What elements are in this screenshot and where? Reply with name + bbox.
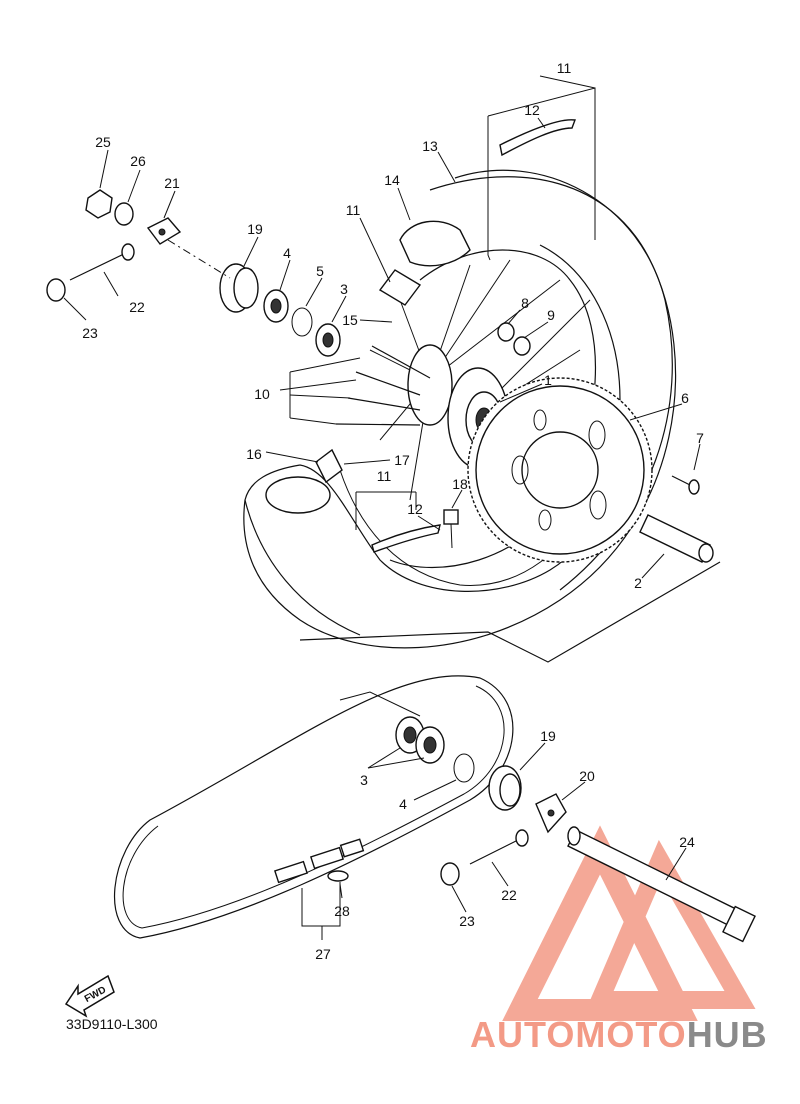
drawing-code: 33D9110-L300 — [66, 1016, 158, 1032]
callout-c4b: 4 — [399, 796, 407, 812]
drive-chain — [113, 675, 514, 940]
callout-c11c: 11 — [377, 468, 392, 484]
callout-c27: 27 — [315, 946, 331, 962]
spoke-nipples — [335, 345, 431, 426]
callout-c18: 18 — [452, 476, 468, 492]
tire-cut-section — [265, 476, 331, 514]
callout-c25: 25 — [95, 134, 111, 150]
left-adjuster-hardware — [46, 189, 231, 302]
callout-c22b: 22 — [501, 887, 517, 903]
callout-c1: 1 — [544, 372, 552, 388]
callout-c8: 8 — [521, 295, 529, 311]
callout-c2: 2 — [634, 575, 642, 591]
callout-c22a: 22 — [129, 299, 145, 315]
watermark-part-auto: AUTO — [470, 1014, 576, 1055]
callout-c6: 6 — [681, 390, 689, 406]
callout-c4a: 4 — [283, 245, 291, 261]
callout-c20: 20 — [579, 768, 595, 784]
watermark-brand: AUTOMOTOHUB — [470, 1014, 768, 1056]
callout-c16: 16 — [246, 446, 262, 462]
callout-c12b: 12 — [407, 501, 423, 517]
callout-c7: 7 — [696, 430, 704, 446]
fwd-arrow-icon: FWD — [64, 974, 115, 1018]
sprocket — [467, 377, 653, 563]
leader-lines-top — [63, 75, 701, 579]
rim-lock — [315, 448, 343, 484]
callout-c11b: 11 — [346, 202, 361, 218]
callout-c23a: 23 — [82, 325, 98, 341]
tire — [243, 169, 721, 663]
tube-and-rimband — [371, 119, 576, 553]
callout-c12a: 12 — [524, 102, 540, 118]
callout-c23b: 23 — [459, 913, 475, 929]
axle — [567, 826, 756, 943]
collar — [639, 514, 714, 563]
callout-c26: 26 — [130, 153, 146, 169]
callout-c13: 13 — [422, 138, 438, 154]
watermark-part-moto: MOTO — [575, 1014, 687, 1055]
left-bearing-stack — [219, 263, 341, 357]
callout-c24: 24 — [679, 834, 695, 850]
callout-c3a: 3 — [340, 281, 348, 297]
callout-c5: 5 — [316, 263, 324, 279]
valve-nut — [443, 509, 459, 549]
callout-c9: 9 — [547, 307, 555, 323]
callout-c19a: 19 — [247, 221, 263, 237]
callout-c14: 14 — [384, 172, 400, 188]
watermark-logo-icon — [502, 825, 756, 1021]
right-bearing-stack — [339, 691, 586, 913]
callout-c17: 17 — [394, 452, 410, 468]
callout-c28: 28 — [334, 903, 350, 919]
hub-nut-washer — [497, 322, 531, 356]
callout-c21: 21 — [164, 175, 180, 191]
sprocket-bolt — [671, 475, 700, 495]
watermark-part-hub: HUB — [686, 1014, 768, 1055]
callout-c11a: 11 — [557, 60, 572, 76]
callout-c15: 15 — [342, 312, 358, 328]
callout-c19b: 19 — [540, 728, 556, 744]
callout-c3b: 3 — [360, 772, 368, 788]
callout-c10: 10 — [254, 386, 270, 402]
